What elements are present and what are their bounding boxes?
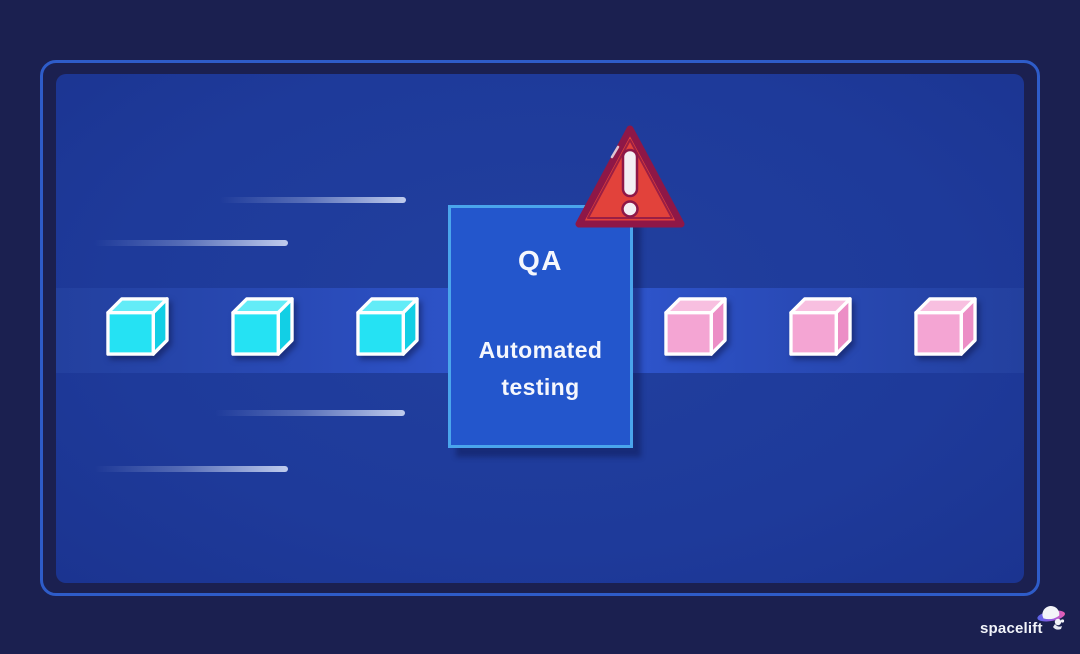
output-cube <box>914 297 977 356</box>
qa-stage-box: QA Automated testing <box>448 205 633 448</box>
warning-triangle-icon <box>575 125 685 228</box>
frame-border <box>40 60 1040 596</box>
output-cube <box>789 297 852 356</box>
input-cube <box>106 297 169 356</box>
spacelift-logo-text: spacelift <box>980 620 1043 637</box>
panel: QA Automated testing <box>56 74 1024 583</box>
speed-line <box>94 240 288 246</box>
output-cubes-group <box>662 295 979 358</box>
speed-line <box>94 466 288 472</box>
spacelift-saucer-icon <box>1037 606 1065 630</box>
output-cube <box>664 297 727 356</box>
input-cube <box>356 297 419 356</box>
speed-line <box>215 410 405 416</box>
input-cubes-group <box>104 295 421 358</box>
qa-title: QA <box>518 245 563 276</box>
qa-subtitle: Automated testing <box>479 332 603 406</box>
qa-subtitle-line2: testing <box>501 374 580 400</box>
qa-subtitle-line1: Automated <box>478 337 603 363</box>
speed-line <box>220 197 406 203</box>
spacelift-logo: spacelift <box>978 600 1073 642</box>
input-cube <box>231 297 294 356</box>
